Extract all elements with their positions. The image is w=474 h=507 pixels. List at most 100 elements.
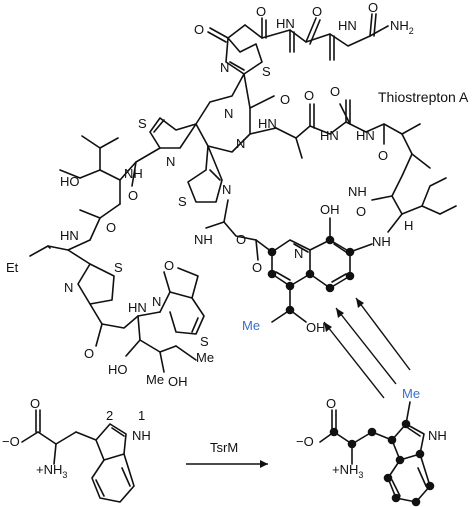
product-labeled-8 bbox=[391, 493, 401, 503]
right-h: H bbox=[404, 218, 413, 233]
product-labeled-5 bbox=[401, 419, 411, 429]
trp-position-2: 2 bbox=[106, 408, 113, 423]
lower-o-1: O bbox=[84, 346, 94, 361]
right-nh-2: NH bbox=[372, 234, 391, 249]
left-macrocycle-chain bbox=[29, 135, 161, 257]
carbonyl-o-4: O bbox=[368, 0, 378, 15]
thiazoline-ring bbox=[67, 249, 115, 305]
amide-nh-2: HN bbox=[338, 18, 357, 33]
product-carbonyl-o: O bbox=[326, 396, 336, 411]
left-et: Et bbox=[6, 260, 19, 275]
product-labeled-1 bbox=[329, 427, 339, 437]
diol-me: Me bbox=[146, 372, 164, 387]
left-nh-1: NH bbox=[124, 166, 143, 181]
thiazole-left-core bbox=[149, 117, 197, 149]
upper-nh-1: HN bbox=[320, 128, 339, 143]
quinaldic-n: N bbox=[294, 246, 303, 261]
tracking-arrows bbox=[323, 297, 411, 399]
labeled-atom-1 bbox=[267, 247, 277, 257]
trp-carboxylate: −O bbox=[2, 434, 20, 449]
product-labeled-2 bbox=[347, 439, 357, 449]
quinaldic-methyl: Me bbox=[242, 318, 260, 333]
tsrm-reaction-arrow bbox=[186, 460, 268, 468]
thiazole-lower bbox=[169, 267, 205, 335]
labeled-atom-8 bbox=[325, 235, 335, 245]
diol-me2: Me bbox=[196, 350, 214, 365]
thiazole-mid-n: N bbox=[222, 182, 231, 197]
labeled-atom-7 bbox=[345, 247, 355, 257]
upper-o-2: O bbox=[304, 88, 314, 103]
product-labeled-4 bbox=[387, 435, 397, 445]
thiazole-left-s: S bbox=[138, 116, 147, 131]
product-indole-nh: NH bbox=[428, 428, 447, 443]
ester-carbonyl-o: O bbox=[252, 260, 262, 275]
upper-nh-2: HN bbox=[356, 128, 375, 143]
product-labeled-7 bbox=[383, 473, 393, 483]
ester-linkage bbox=[205, 199, 259, 261]
product-carboxylate: −O bbox=[296, 434, 314, 449]
tryptophan-substrate bbox=[21, 409, 135, 503]
trp-indole-nh: NH bbox=[132, 428, 151, 443]
trp-carbonyl-o: O bbox=[30, 396, 40, 411]
ester-o: O bbox=[236, 232, 246, 247]
thiazole-lower-s: S bbox=[200, 334, 209, 349]
labeled-atom-4 bbox=[305, 269, 315, 279]
carbonyl-o-2: O bbox=[256, 4, 266, 19]
carbonyl-o-3: O bbox=[312, 4, 322, 19]
thiazole-top-n: N bbox=[220, 60, 229, 75]
lower-o-2: O bbox=[164, 258, 174, 273]
labeled-atom-5 bbox=[325, 283, 335, 293]
terminal-nh2: NH2 bbox=[390, 18, 414, 36]
amide-nh-1: HN bbox=[276, 16, 295, 31]
thiazoline-n: N bbox=[64, 280, 73, 295]
thiazoline-s: S bbox=[114, 260, 123, 275]
methyltryptophan-product bbox=[319, 401, 431, 503]
enzyme-label: TsrM bbox=[210, 440, 238, 455]
isoleucine-branch bbox=[439, 205, 457, 215]
piperidine-hn: HN bbox=[258, 116, 277, 131]
thiazole-top-s: S bbox=[262, 64, 271, 79]
compound-name: Thiostrepton A bbox=[378, 89, 469, 105]
lower-hn: HN bbox=[128, 300, 147, 315]
carbonyl-o-1: O bbox=[194, 22, 204, 37]
quinaldic-side-oh: OH bbox=[306, 320, 326, 335]
thiazole-mid-s: S bbox=[178, 194, 187, 209]
lower-nh-1: NH bbox=[194, 232, 213, 247]
right-o-1: O bbox=[356, 204, 366, 219]
upper-macrocycle-chain bbox=[275, 99, 421, 159]
right-macrocycle-chain bbox=[371, 153, 447, 233]
upper-o-3: O bbox=[330, 84, 340, 99]
left-hn: HN bbox=[60, 228, 79, 243]
labeled-atom-6 bbox=[345, 271, 355, 281]
piperidine-n2: N bbox=[236, 136, 245, 151]
lower-left-chain bbox=[89, 271, 193, 347]
labeled-atom-9 bbox=[285, 305, 295, 315]
product-labeled-11 bbox=[415, 449, 425, 459]
left-o-2: O bbox=[106, 220, 116, 235]
product-labeled-3 bbox=[367, 427, 377, 437]
right-nh-1: NH bbox=[348, 184, 367, 199]
dehydroalanine-tail bbox=[207, 13, 389, 61]
trp-position-1: 1 bbox=[138, 408, 145, 423]
product-ammonium: +NH3 bbox=[332, 462, 363, 480]
labeled-atom-2 bbox=[267, 269, 277, 279]
threonine-diol bbox=[125, 315, 197, 373]
thiazole-left-n: N bbox=[166, 154, 175, 169]
quinaldic-oh: OH bbox=[320, 202, 340, 217]
product-labeled-10 bbox=[425, 481, 435, 491]
diol-oh: OH bbox=[168, 374, 188, 389]
diol-ho: HO bbox=[108, 362, 128, 377]
trp-ammonium: +NH3 bbox=[36, 462, 67, 480]
labeled-atom-3 bbox=[285, 281, 295, 291]
product-labeled-9 bbox=[411, 497, 421, 507]
left-ho: HO bbox=[60, 174, 80, 189]
upper-o-4: O bbox=[378, 148, 388, 163]
left-o-1: O bbox=[128, 188, 138, 203]
product-methyl: Me bbox=[402, 386, 420, 401]
thiazole-middle bbox=[187, 145, 223, 203]
upper-o-1: O bbox=[280, 92, 290, 107]
thiazole-top bbox=[225, 37, 263, 75]
piperidine-n: N bbox=[224, 106, 233, 121]
